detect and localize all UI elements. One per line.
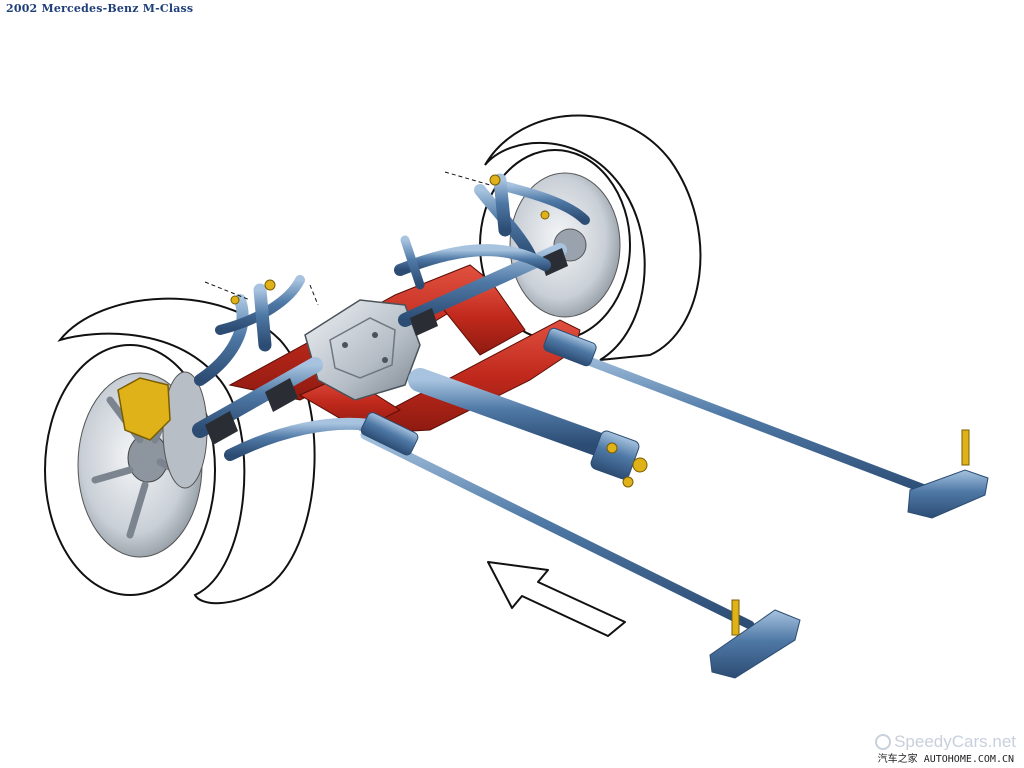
propeller-shaft	[408, 368, 648, 488]
left-rear-wheel	[44, 297, 316, 605]
axis-lines	[204, 171, 491, 306]
page-title: 2002 Mercedes-Benz M-Class	[6, 2, 194, 15]
front-mount-bracket	[709, 599, 801, 679]
watermark-logo-text: SpeedyCars.net	[894, 732, 1016, 751]
control-arms	[194, 173, 590, 461]
watermark-site-text: 汽车之家 AUTOHOME.COM.CN	[875, 750, 1016, 765]
watermark-mark-icon	[875, 734, 892, 750]
differential	[304, 299, 421, 401]
rear-mount-bracket	[907, 429, 989, 519]
arrow-icon	[487, 561, 626, 637]
watermark-logo: SpeedyCars.net	[875, 732, 1016, 752]
trailing-rods	[360, 327, 945, 630]
